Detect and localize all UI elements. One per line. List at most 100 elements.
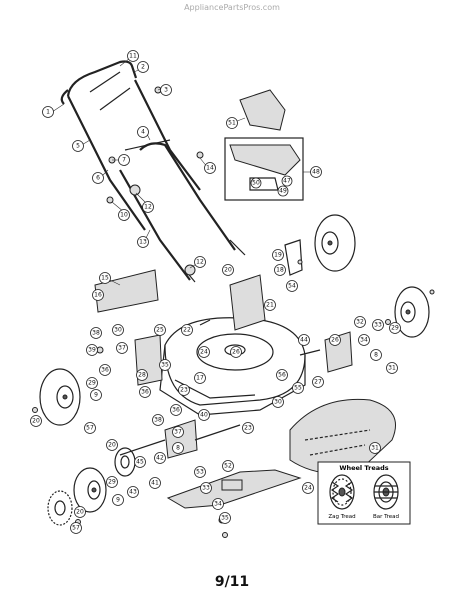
callout-20c: 20 (106, 439, 118, 451)
svg-text:33: 33 (374, 322, 382, 329)
callout-28: 28 (136, 369, 148, 381)
svg-text:53: 53 (196, 469, 204, 476)
zag-tread-label: Zag Tread (328, 514, 355, 520)
svg-text:26: 26 (331, 337, 339, 344)
callout-38: 38 (90, 327, 102, 339)
svg-text:23: 23 (244, 425, 252, 432)
svg-text:57: 57 (86, 425, 94, 432)
engine-plate (229, 239, 303, 331)
callout-9: 9 (90, 389, 102, 401)
callout-14: 14 (204, 162, 216, 174)
svg-text:19: 19 (274, 252, 282, 259)
callout-23b: 23 (242, 422, 254, 434)
svg-text:47: 47 (283, 178, 291, 185)
callout-7: 7 (118, 154, 130, 166)
svg-text:37: 37 (174, 429, 182, 436)
callout-23a: 23 (178, 384, 190, 396)
callout-33: 33 (372, 319, 384, 331)
callout-17: 17 (194, 372, 206, 384)
callout-31b: 31 (369, 442, 381, 454)
callout-20: 20 (222, 264, 234, 276)
svg-text:5: 5 (76, 143, 80, 150)
callout-13: 13 (137, 236, 149, 248)
svg-text:40: 40 (200, 412, 208, 419)
svg-text:11: 11 (129, 53, 137, 60)
svg-text:36: 36 (172, 407, 180, 414)
wheel-right-mid (394, 286, 430, 338)
svg-text:28: 28 (138, 372, 146, 379)
deck (159, 317, 306, 416)
svg-text:42: 42 (156, 455, 164, 462)
callout-25: 25 (154, 324, 166, 336)
zag-tread-wheel (329, 474, 355, 510)
callout-8b: 8 (172, 442, 184, 454)
callout-33b: 33 (200, 482, 212, 494)
callout-29b: 29 (389, 322, 401, 334)
callout-1: 1 (42, 106, 54, 118)
callout-54: 54 (286, 280, 298, 292)
svg-text:55: 55 (294, 385, 302, 392)
callout-2: 2 (137, 61, 149, 73)
wheel-rear-left (39, 368, 81, 426)
svg-text:31: 31 (388, 365, 396, 372)
svg-text:48: 48 (312, 169, 320, 176)
wheel-tread-left (47, 490, 73, 526)
watermark: AppliancePartsPros.com (184, 3, 280, 12)
svg-text:21: 21 (266, 302, 274, 309)
callout-51: 51 (226, 117, 238, 129)
callout-34b: 34 (212, 498, 224, 510)
upper-handle (60, 60, 201, 231)
svg-text:41: 41 (151, 480, 159, 487)
callout-4: 4 (137, 126, 149, 138)
grass-bag (289, 398, 396, 474)
svg-text:45: 45 (136, 459, 144, 466)
svg-text:36: 36 (141, 389, 149, 396)
svg-text:20: 20 (76, 509, 84, 516)
lower-handle (119, 142, 246, 283)
callout-34: 34 (358, 334, 370, 346)
svg-text:20: 20 (32, 418, 40, 425)
callout-8: 8 (370, 349, 382, 361)
svg-text:34: 34 (360, 337, 368, 344)
svg-text:8: 8 (176, 445, 180, 452)
callout-5: 5 (72, 140, 84, 152)
callout-40: 40 (198, 409, 210, 421)
callout-53: 53 (194, 466, 206, 478)
svg-text:38: 38 (154, 417, 162, 424)
svg-text:27: 27 (314, 379, 322, 386)
svg-text:31: 31 (371, 445, 379, 452)
callout-11: 11 (127, 50, 139, 62)
svg-text:29: 29 (391, 325, 399, 332)
svg-text:3: 3 (164, 87, 168, 94)
rear-flap (94, 269, 159, 313)
callout-26: 26 (230, 346, 242, 358)
callout-41: 41 (149, 477, 161, 489)
svg-text:13: 13 (139, 239, 147, 246)
callout-56: 56 (276, 369, 288, 381)
callout-57b: 57 (70, 522, 82, 534)
callout-19: 19 (272, 249, 284, 261)
callout-16: 16 (92, 289, 104, 301)
blade (166, 469, 302, 509)
svg-text:54: 54 (288, 283, 296, 290)
svg-text:36: 36 (101, 367, 109, 374)
callout-12a: 12 (142, 201, 154, 213)
callout-43: 43 (127, 486, 139, 498)
svg-text:16: 16 (94, 292, 102, 299)
svg-text:39: 39 (88, 347, 96, 354)
svg-text:24: 24 (304, 485, 312, 492)
svg-text:9: 9 (94, 392, 98, 399)
bar-tread-wheel (373, 474, 399, 510)
wheel-treads-inset: Wheel Treads Zag Tread Bar Tread (317, 461, 411, 525)
svg-text:57: 57 (72, 525, 80, 532)
callout-37: 37 (116, 342, 128, 354)
svg-text:32: 32 (356, 319, 364, 326)
svg-text:56: 56 (278, 372, 286, 379)
callout-44: 44 (298, 334, 310, 346)
svg-text:1: 1 (46, 109, 50, 116)
callout-20d: 20 (74, 506, 86, 518)
svg-text:12: 12 (144, 204, 152, 211)
callout-35: 35 (159, 359, 171, 371)
svg-text:49: 49 (279, 188, 287, 195)
